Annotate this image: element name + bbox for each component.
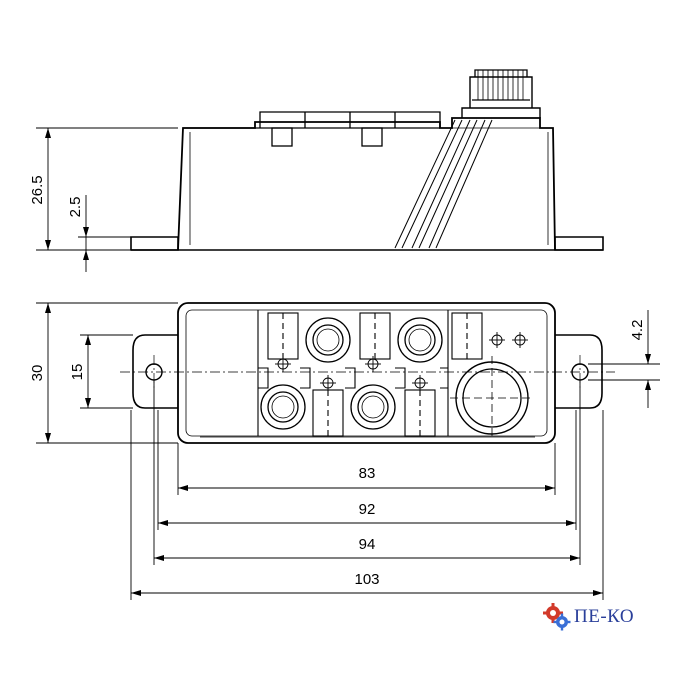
side-cable-stripes [394,119,553,249]
side-connector [461,69,541,118]
top-body [177,302,556,444]
gear-icon [543,603,571,631]
dim-hole-spacing-vertical: 15 [69,364,86,381]
side-caps [259,111,441,128]
top-dimensions [36,302,660,600]
m8-sockets [260,317,443,430]
mounting-ear-left [132,334,178,409]
dimension-labels: 26.5 2.5 30 15 4.2 83 92 94 103 [29,175,646,588]
socket-compartments [257,310,449,436]
dim-flange-thickness: 2.5 [67,197,84,218]
dim-flange-inner: 94 [359,536,376,553]
logo-text: ПЕ-КО [574,606,635,627]
center-lines [120,355,615,390]
dim-height-total: 26.5 [29,175,46,204]
connector-thread [477,70,524,100]
dim-hole-spacing: 92 [359,501,376,518]
side-view [130,69,604,251]
dim-hole-diameter: 4.2 [629,320,646,341]
side-dimensions [36,127,178,272]
mounting-ear-right [555,334,603,409]
company-logo: ПЕ-КО [542,602,634,632]
side-housing [177,117,556,251]
dim-body-length: 83 [359,465,376,482]
dim-overall-length: 103 [354,571,379,588]
dim-width-total: 30 [29,365,46,382]
m12-socket [450,356,534,440]
slot-rects [267,312,483,437]
top-view [120,302,615,444]
screw-holes [275,332,528,391]
side-flange [130,236,604,251]
